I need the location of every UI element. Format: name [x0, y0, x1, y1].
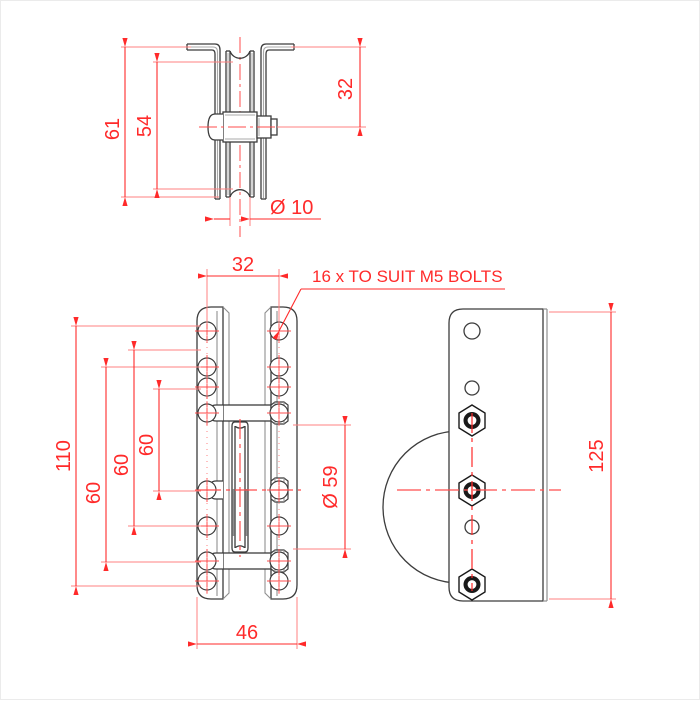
front-view: 32 16 x TO SUIT M5 BOLTS 110 60	[53, 254, 505, 649]
top-view-right-bracket-shade	[262, 46, 292, 198]
top-view-right-bracket	[260, 43, 295, 200]
front-view-pulley-shade	[232, 489, 248, 536]
bolt-note-label: 16 x TO SUIT M5 BOLTS	[312, 267, 503, 286]
dim-60-b: 60	[111, 341, 201, 535]
dim-60-c: 60	[136, 380, 201, 500]
dim-46-label: 46	[236, 622, 258, 644]
dim-125-label: 125	[586, 439, 608, 472]
dim-32-top-label: 32	[335, 78, 357, 100]
dim-60-c-label: 60	[136, 434, 158, 456]
dim-32-front: 32	[198, 254, 288, 323]
dim-61-label: 61	[102, 118, 124, 140]
top-view: 61 54 32 Ø 10	[102, 37, 366, 237]
side-view: 125	[382, 303, 616, 608]
dim-110: 110	[53, 317, 201, 595]
dim-61: 61	[102, 38, 219, 206]
dim-32-top: 32	[277, 38, 366, 136]
side-view-plate	[448, 308, 544, 602]
dim-110-label: 110	[53, 440, 75, 472]
dim-dia-59-label: Ø 59	[320, 465, 342, 508]
dim-54-label: 54	[134, 115, 156, 137]
side-view-wheel-arc	[382, 430, 460, 584]
dim-60-a: 60	[83, 358, 201, 571]
bolt-note: 16 x TO SUIT M5 BOLTS	[272, 267, 505, 341]
front-view-left-plate-fold	[216, 306, 230, 600]
dim-dia-10: Ø 10	[205, 197, 321, 226]
dim-dia-10-label: Ø 10	[270, 197, 313, 219]
dim-32-front-label: 32	[232, 254, 254, 276]
dim-dia-59: Ø 59	[293, 416, 351, 558]
dim-125: 125	[549, 303, 616, 608]
dim-46: 46	[188, 597, 306, 649]
dim-60-b-label: 60	[111, 454, 133, 476]
front-view-spacer-bars	[222, 404, 272, 570]
top-view-left-bracket-shade	[189, 46, 219, 198]
dim-54: 54	[134, 53, 233, 198]
side-view-plate-edge	[543, 308, 548, 602]
dim-60-a-label: 60	[83, 482, 105, 504]
